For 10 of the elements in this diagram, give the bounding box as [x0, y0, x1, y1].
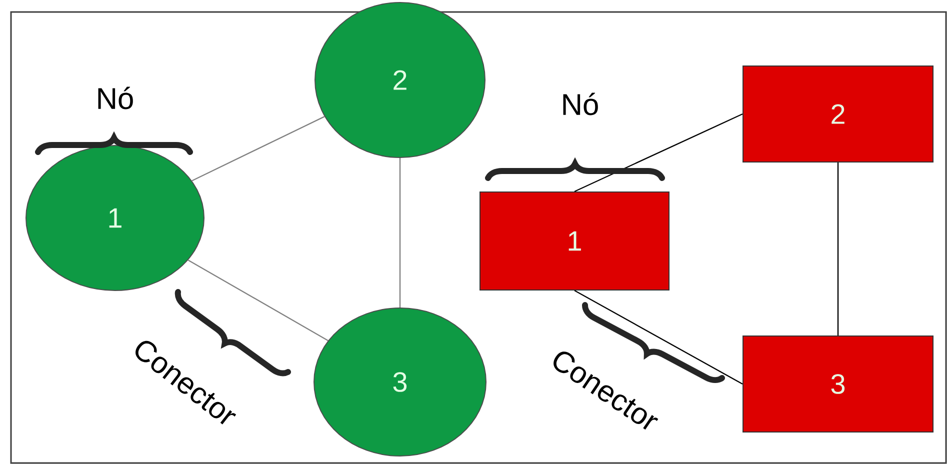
connector-line [837, 162, 839, 336]
connector-line [192, 116, 325, 182]
node-box: 3 [742, 336, 934, 432]
callout-label: Nó [98, 86, 133, 110]
callout-label: Nó [563, 92, 598, 116]
connector-line [399, 158, 401, 308]
connector-line [574, 290, 743, 385]
node-box: 1 [480, 192, 670, 290]
node-box: 2 [742, 66, 934, 162]
connector-line [188, 260, 328, 342]
